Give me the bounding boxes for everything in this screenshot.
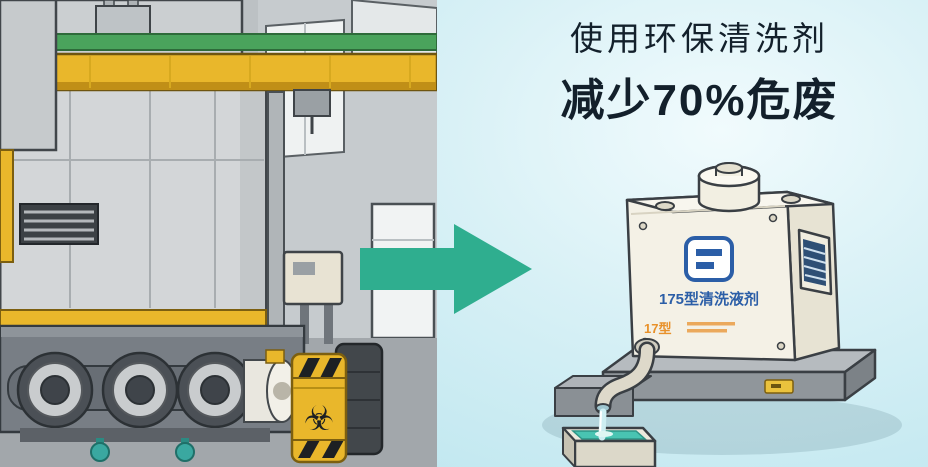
- floor-machinery: [0, 324, 306, 462]
- headline: 使用环保清洗剂 减少70%危废: [437, 12, 928, 128]
- machine-brand-label: 175型清洗液剂: [659, 290, 759, 308]
- overhead-pipe: [29, 33, 437, 51]
- factory-illustration: ☣: [0, 0, 437, 467]
- tank-side-tower: [0, 0, 58, 263]
- side-vent-grille-icon: [797, 228, 833, 296]
- cleaning-machine-illustration: 175型清洗液剂 17型: [542, 162, 902, 467]
- small-cap-icon: [781, 194, 801, 204]
- lid-cap-icon: [697, 162, 761, 213]
- warning-tag: [265, 349, 285, 364]
- drain-spout: [594, 338, 660, 415]
- liquid-stream: [595, 408, 613, 441]
- fine-print-line: [687, 329, 727, 333]
- brand-logo: [684, 236, 734, 282]
- pipe-flange-icon: [16, 351, 94, 429]
- machine-model-label: 17型: [644, 321, 671, 336]
- headline-line1: 使用环保清洗剂: [570, 20, 829, 57]
- fine-print-line: [687, 322, 735, 326]
- new-equipment-scene: 使用环保清洗剂 减少70%危废: [437, 0, 928, 467]
- biohazard-icon: ☣: [304, 400, 334, 438]
- headline-line2: 减少70%危废: [560, 76, 839, 125]
- pipe-flange-icon: [101, 351, 179, 429]
- arrow-right-icon: [360, 224, 532, 314]
- teal-valve-icon: [90, 438, 110, 462]
- crane-trolley: [293, 89, 331, 117]
- pipe-flange-icon: [176, 351, 254, 429]
- transition-arrow: [360, 224, 532, 314]
- hazard-drum: ☣: [290, 352, 348, 464]
- small-cap-icon: [655, 201, 675, 211]
- old-equipment-scene: ☣: [0, 0, 437, 467]
- control-box: [267, 91, 344, 344]
- teal-valve-icon: [175, 438, 195, 462]
- arrow-right-shape: [360, 224, 532, 314]
- drum-cylinder: [243, 359, 298, 423]
